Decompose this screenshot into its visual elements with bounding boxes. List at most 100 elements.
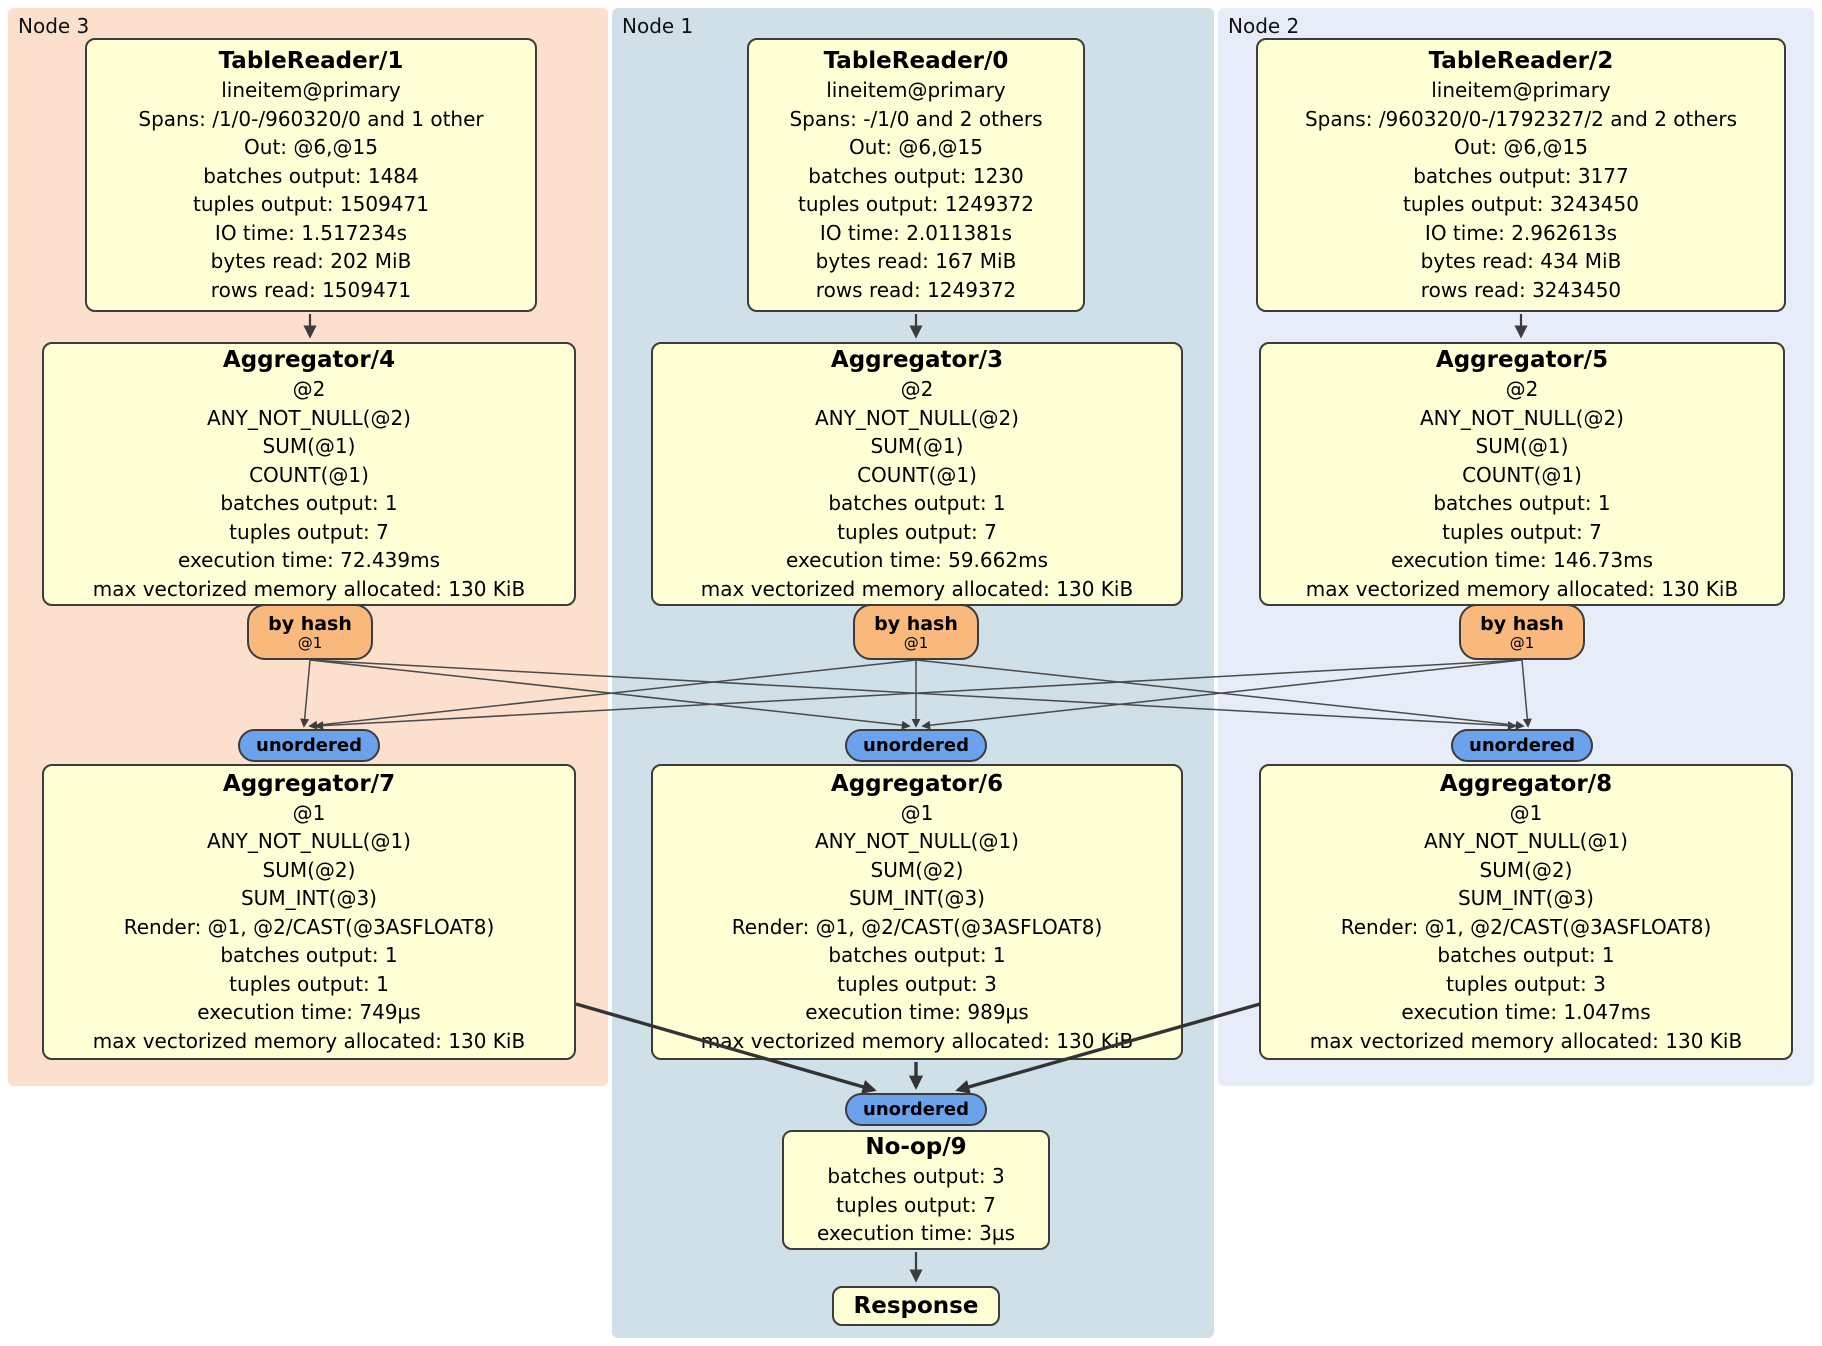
processor-detail-line: batches output: 3177 — [1413, 163, 1629, 188]
stream-label: unordered — [863, 1099, 969, 1120]
router-sublabel: @1 — [1509, 633, 1535, 652]
processor-detail-line: tuples output: 7 — [229, 519, 389, 544]
router-sublabel: @1 — [903, 633, 929, 652]
processor-detail-line: IO time: 1.517234s — [214, 220, 408, 245]
processor-detail-line: batches output: 1484 — [203, 163, 419, 188]
processor-detail-line: max vectorized memory allocated: 130 KiB — [92, 1028, 526, 1053]
processor-detail-line: tuples output: 3243450 — [1402, 192, 1639, 216]
processor-detail-line: bytes read: 167 MiB — [815, 249, 1017, 273]
processor-title: Response — [853, 1293, 979, 1319]
processor-detail-line: batches output: 1 — [220, 491, 398, 515]
processor-detail-line: max vectorized memory allocated: 130 KiB — [700, 576, 1134, 601]
processor-detail-line: max vectorized memory allocated: 130 KiB — [700, 1028, 1134, 1053]
processor-title: Aggregator/5 — [1435, 347, 1609, 373]
stream-unordered-merge: unordered — [845, 1093, 987, 1126]
processor-title: TableReader/0 — [823, 48, 1009, 74]
processor-detail-line: tuples output: 3 — [837, 971, 997, 996]
processor-detail-line: lineitem@primary — [1431, 78, 1611, 102]
processor-detail-line: SUM_INT(@3) — [1457, 886, 1594, 911]
processor-detail-line: SUM(@2) — [262, 857, 356, 882]
processor-detail-line: IO time: 2.962613s — [1424, 220, 1618, 245]
processor-detail-line: ANY_NOT_NULL(@1) — [206, 829, 411, 854]
processor-detail-line: batches output: 1 — [828, 491, 1006, 515]
processor-detail-line: bytes read: 202 MiB — [210, 249, 412, 273]
processor-detail-line: Out: @6,@15 — [244, 135, 378, 159]
processor-detail-line: SUM(@1) — [1475, 434, 1569, 458]
router-by-hash-node1: by hash @1 — [853, 604, 979, 660]
processor-detail-line: tuples output: 7 — [836, 1192, 996, 1217]
processor-detail-line: Spans: /1/0-/960320/0 and 1 other — [138, 106, 484, 131]
processor-detail-line: execution time: 989µs — [805, 1000, 1029, 1025]
processor-detail-line: @1 — [292, 800, 326, 825]
processor-detail-line: @2 — [1505, 377, 1539, 401]
router-by-hash-node3: by hash @1 — [247, 604, 373, 660]
processor-detail-line: Render: @1, @2/CAST(@3ASFLOAT8) — [123, 914, 495, 939]
router-by-hash-node2: by hash @1 — [1459, 604, 1585, 660]
processor-detail-line: tuples output: 1249372 — [797, 192, 1034, 216]
processor-title: TableReader/1 — [218, 48, 404, 74]
group-node3-label: Node 3 — [18, 14, 90, 38]
processor-detail-line: Render: @1, @2/CAST(@3ASFLOAT8) — [731, 914, 1103, 939]
processor-detail-line: tuples output: 1509471 — [192, 192, 429, 216]
processor-detail-line: batches output: 1 — [1437, 943, 1615, 968]
processor-detail-line: batches output: 1230 — [808, 163, 1024, 188]
processor-detail-line: tuples output: 3 — [1446, 971, 1606, 996]
processor-noop-9: No-op/9 batches output: 3 tuples output: … — [782, 1130, 1050, 1250]
processor-title: No-op/9 — [865, 1134, 967, 1161]
processor-detail-line: execution time: 72.439ms — [178, 548, 440, 572]
processor-detail-line: tuples output: 7 — [837, 519, 997, 544]
processor-detail-line: ANY_NOT_NULL(@2) — [1419, 405, 1624, 430]
processor-detail-line: COUNT(@1) — [1462, 462, 1582, 487]
processor-detail-line: max vectorized memory allocated: 130 KiB — [1305, 576, 1739, 601]
processor-detail-line: SUM_INT(@3) — [240, 886, 377, 911]
processor-detail-line: execution time: 146.73ms — [1391, 548, 1653, 572]
processor-detail-line: execution time: 59.662ms — [786, 548, 1048, 572]
processor-title: Aggregator/3 — [830, 347, 1004, 373]
processor-detail-line: SUM(@1) — [870, 434, 964, 458]
processor-detail-line: SUM(@1) — [262, 434, 356, 458]
processor-title: Aggregator/4 — [222, 347, 396, 373]
processor-detail-line: Spans: /960320/0-/1792327/2 and 2 others — [1304, 106, 1737, 131]
processor-detail-line: batches output: 1 — [220, 943, 398, 968]
processor-detail-line: tuples output: 1 — [229, 971, 389, 996]
stream-label: unordered — [863, 735, 969, 756]
processor-detail-line: lineitem@primary — [221, 78, 401, 102]
processor-detail-line: IO time: 2.011381s — [819, 220, 1013, 245]
stream-label: unordered — [1469, 735, 1575, 756]
processor-title: TableReader/2 — [1428, 48, 1614, 74]
processor-detail-line: batches output: 3 — [827, 1164, 1005, 1189]
processor-detail-line: rows read: 1509471 — [210, 277, 412, 302]
stream-unordered-node3: unordered — [238, 729, 380, 762]
processor-detail-line: SUM_INT(@3) — [848, 886, 985, 911]
processor-detail-line: execution time: 1.047ms — [1401, 1000, 1651, 1025]
processor-detail-line: execution time: 749µs — [197, 1000, 421, 1025]
group-node1-label: Node 1 — [622, 14, 694, 38]
stream-label: unordered — [256, 735, 362, 756]
processor-detail-line: SUM(@2) — [870, 857, 964, 882]
processor-detail-line: SUM(@2) — [1479, 857, 1573, 882]
processor-detail-line: batches output: 1 — [1433, 491, 1611, 515]
processor-detail-line: Spans: -/1/0 and 2 others — [789, 106, 1043, 131]
processor-detail-line: batches output: 1 — [828, 943, 1006, 968]
processor-detail-line: max vectorized memory allocated: 130 KiB — [92, 576, 526, 601]
group-node2-label: Node 2 — [1228, 14, 1300, 38]
